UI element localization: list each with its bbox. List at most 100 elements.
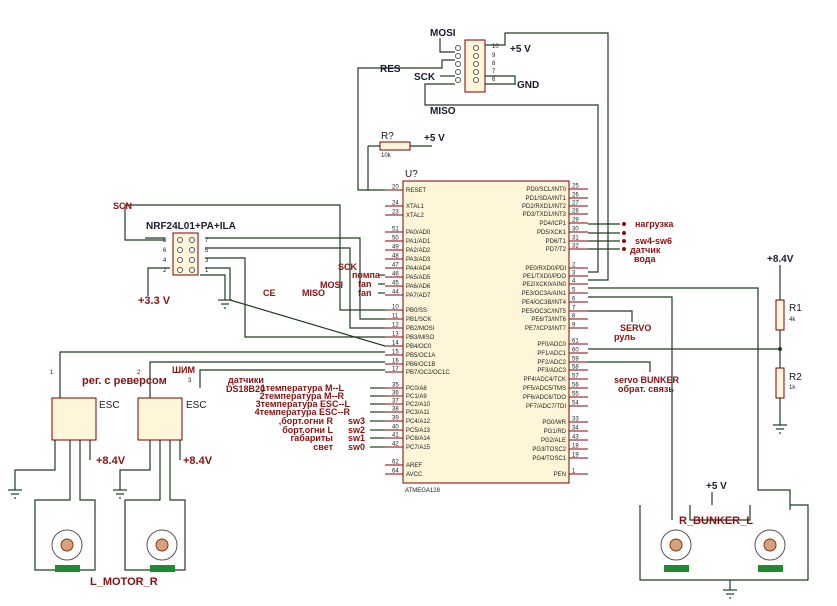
mcu-pin-number: 1: [572, 469, 576, 475]
mcu-pin-name: PE5/OC3C/INT5: [522, 309, 567, 315]
divider-supply: +8.4V: [767, 254, 794, 265]
mcu-pin-name: PEN: [554, 472, 566, 478]
mcu-pin-number: 48: [392, 254, 399, 260]
mcu-ref: U?: [405, 169, 418, 180]
mcu-pin-number: 55: [572, 392, 579, 398]
divider-r1-ref: R1: [789, 303, 802, 314]
mcu-pin-number: 5: [572, 288, 576, 294]
esc-left-supply: +8.4V: [96, 455, 126, 467]
mcu-pin-number: 64: [392, 469, 399, 475]
mcu-pin-name: PB2/MOSI: [406, 326, 435, 332]
nrf-ce-label: CE: [263, 288, 276, 298]
mcu-pin-name: PD6/T1: [546, 239, 567, 245]
mcu-pin-number: 33: [572, 417, 579, 423]
mcu-pin-name: PE6/T3/INT6: [531, 317, 566, 323]
esc-pwm-num: 3: [188, 378, 192, 384]
isp-sck-label: SCK: [414, 72, 436, 83]
mcu-pin-name: PC5/A13: [406, 428, 431, 434]
pd-net-label: датчик: [630, 245, 661, 255]
mcu-pin-name: PD7/T2: [546, 247, 567, 253]
mcu-pin-name: PE4/OC3B/INT4: [522, 300, 567, 306]
mcu-pin-number: 34: [572, 426, 579, 432]
mcu-pin-name: PA7/AD7: [406, 293, 431, 299]
servo-labels: SERVO руль servo BUNKER обрат. связь: [614, 323, 680, 394]
pa-net-label: fan: [358, 279, 372, 289]
esc-left: ESC +8.4V: [51, 397, 126, 467]
mcu-pin-name: PB4/OC0: [406, 344, 432, 350]
mcu-atmega128: U? ATMEGA128 20RESET24XTAL123XTAL251PA0/…: [385, 169, 588, 494]
servo-bunker-sub-label: обрат. связь: [618, 384, 674, 394]
mcu-pin-number: 41: [392, 433, 399, 439]
mcu-pin-number: 43: [572, 435, 579, 441]
esc-reverse-label: рег. с реверсом: [82, 375, 167, 387]
mcu-pin-number: 37: [392, 399, 399, 405]
mcu-pin-name: PC6/A14: [406, 436, 431, 442]
isp-pin-label: 10: [492, 44, 499, 50]
mcu-pin-name: XTAL2: [406, 213, 425, 219]
mcu-pin-number: 51: [392, 227, 399, 233]
isp-vcc-label: +5 V: [510, 44, 531, 55]
mcu-pin-number: 16: [392, 359, 399, 365]
isp-header: 10 9 8 7 6 MOSI +5 V RES SCK GND MISO: [380, 28, 539, 117]
mcu-pin-number: 56: [572, 383, 579, 389]
pc-switch-label: sw0: [348, 442, 365, 452]
mcu-pin-number: 61: [572, 339, 579, 345]
mcu-pin-number: 49: [392, 245, 399, 251]
mcu-pin-name: PE0/RXD0/PDI: [525, 266, 566, 272]
pc-switch-label: sw2: [348, 425, 365, 435]
misc-net-labels: датчики DS18B20 ШИМ рег. с реверсом 1 2 …: [50, 365, 265, 394]
mcu-pin-number: 26: [572, 193, 579, 199]
mcu-pin-name: PD5/XCK1: [537, 230, 567, 236]
mcu-pin-name: PB5/OC1A: [406, 353, 435, 359]
mcu-pin-name: PC4/A12: [406, 419, 431, 425]
mcu-pin-number: 23: [392, 210, 399, 216]
mcu-pin-number: 20: [392, 185, 399, 191]
mcu-pin-name: PC1/A9: [406, 394, 427, 400]
mcu-pin-name: PF3/ADC3: [537, 368, 566, 374]
mcu-pin-number: 46: [392, 272, 399, 278]
bunker-supply: +5 V: [706, 481, 727, 492]
mcu-pin-name: PA4/AD4: [406, 266, 431, 272]
mcu-pin-number: 19: [572, 453, 579, 459]
mcu-pin-name: PE3/OC3A/AIN1: [522, 291, 567, 297]
mcu-pin-name: PA2/AD2: [406, 248, 431, 254]
mcu-pin-number: 62: [392, 460, 399, 466]
mcu-pin-name: PG3/TOSC2: [532, 447, 566, 453]
mcu-pin-number: 31: [572, 236, 579, 242]
mcu-pin-number: 14: [392, 341, 399, 347]
mcu-pin-name: PF7/ADC7/TDI: [526, 404, 566, 410]
mcu-pin-number: 54: [572, 401, 579, 407]
mcu-pin-number: 24: [392, 201, 399, 207]
reset-resistor-ref: R?: [381, 131, 394, 142]
mcu-pin-name: PD0/SCL/INT0: [526, 187, 566, 193]
mcu-pin-name: PC3/A11: [406, 410, 430, 416]
mcu-pin-name: PG4/TOSC1: [532, 456, 566, 462]
nrf-pin-label: 3: [205, 258, 209, 264]
mcu-pin-number: 3: [572, 271, 576, 277]
divider-r2-value: 1k: [789, 385, 796, 391]
mcu-pin-number: 13: [392, 332, 399, 338]
mcu-part-name: ATMEGA128: [405, 488, 441, 494]
mcu-pin-name: PF2/ADC2: [537, 360, 566, 366]
pd-net-label: вода: [634, 254, 657, 264]
nrf-pin-label: 1: [205, 268, 209, 274]
nrf-pin-label: 7: [205, 238, 209, 244]
isp-pin-label: 6: [492, 77, 496, 83]
mcu-pin-number: 59: [572, 357, 579, 363]
pc-net-labels: 1температура M--L 2температура M--R 3тем…: [255, 383, 365, 452]
motors: L_MOTOR_R: [51, 529, 178, 588]
nrf-title: NRF24L01+PA+ILA: [146, 221, 236, 232]
mcu-pin-number: 45: [392, 281, 399, 287]
mcu-pin-number: 11: [392, 314, 399, 320]
mcu-pin-name: PG2/ALE: [541, 438, 566, 444]
sensors-label: датчики: [228, 375, 264, 385]
nrf-pin-label: 4: [163, 258, 167, 264]
mcu-pin-number: 42: [392, 442, 399, 448]
mcu-pin-name: PG0/WR: [542, 420, 566, 426]
nrf-sck-label: SCK: [338, 262, 358, 272]
reset-resistor-supply: +5 V: [424, 133, 445, 144]
mcu-pin-name: PB1/SCK: [406, 317, 431, 323]
mcu-pin-name: RESET: [406, 188, 426, 194]
mcu-pin-name: PF6/ADC6/TDO: [523, 395, 566, 401]
